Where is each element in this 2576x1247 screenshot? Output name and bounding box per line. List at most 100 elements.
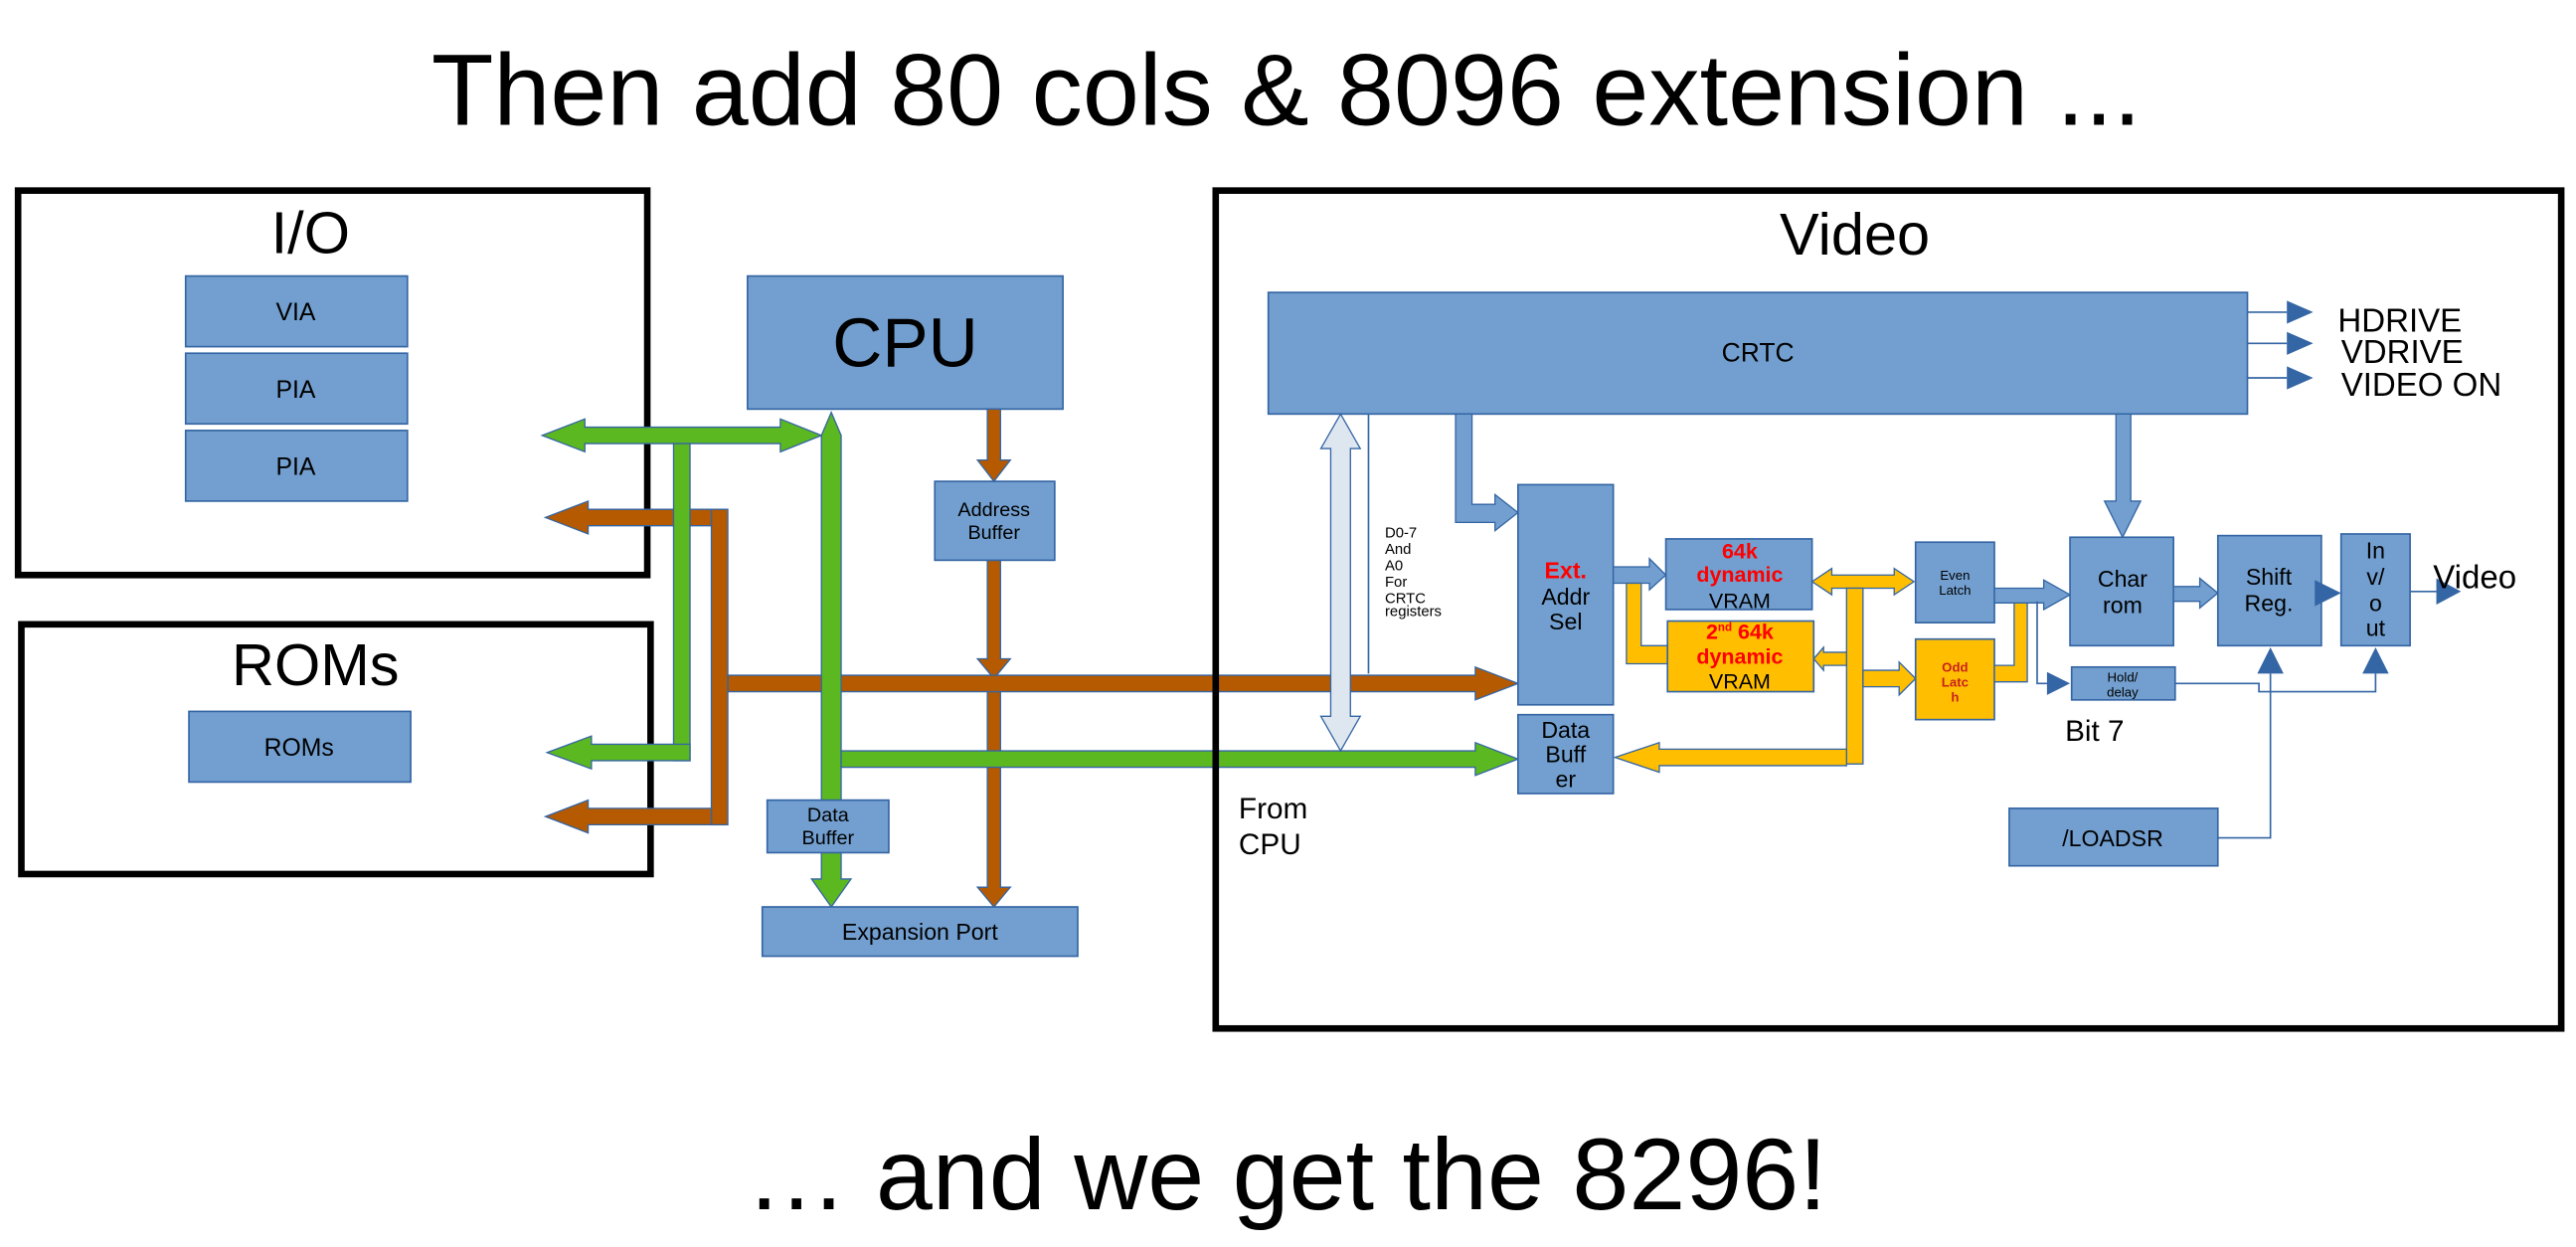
crtc-address-bus [1455,413,1519,533]
svg-text:Buff: Buff [1545,742,1586,768]
svg-text:dynamic: dynamic [1696,563,1783,587]
arrow-icon [2287,331,2314,355]
svg-text:Ext.: Ext. [1545,558,1587,584]
svg-text:PIA: PIA [275,453,315,480]
char-rom: Char rom [2069,536,2174,647]
svg-text:VRAM: VRAM [1709,589,1771,613]
vram-data-bus [1613,567,1917,774]
svg-text:CPU: CPU [832,303,977,381]
vram-1: 64k dynamic VRAM [1664,538,1813,613]
cpu-chip: CPU [747,274,1064,411]
svg-text:Hold/: Hold/ [2108,670,2139,685]
io-frame [14,187,651,579]
inverter-output: In v/ o ut [2339,533,2411,647]
cpu-data-buffer: Data Buffer [766,799,890,854]
roms-heading: ROMs [232,631,399,698]
loadsr-wire [2217,673,2272,839]
svg-text:Buffer: Buffer [967,522,1020,544]
svg-text:Reg.: Reg. [2245,591,2294,617]
svg-text:PIA: PIA [275,377,315,404]
odd-latch: Odd Latc h [1914,637,1995,721]
address-bus [543,408,1520,909]
svg-text:D0-7: D0-7 [1385,525,1417,541]
via-chip: VIA [184,274,409,348]
svg-text:registers: registers [1385,605,1442,621]
hdrive-label: HDRIVE [2337,303,2462,340]
svg-text:VRAM: VRAM [1709,669,1771,693]
svg-text:VIA: VIA [275,299,315,326]
svg-text:In: In [2366,538,2385,564]
addr-to-vram1-bus [1613,557,1667,592]
crtc-register-note: D0-7 And A0 For CRTC registers [1385,525,1442,620]
arrow-icon [2046,671,2071,695]
from-cpu-label-1: From [1239,793,1307,825]
svg-text:CRTC: CRTC [1385,591,1426,607]
svg-text:Address: Address [957,499,1030,521]
svg-text:Expansion Port: Expansion Port [842,919,998,945]
arrow-icon [2287,300,2314,324]
svg-text:Latc: Latc [1942,675,1969,690]
svg-text:Data: Data [1541,717,1590,743]
shift-register: Shift Reg. [2216,534,2322,647]
odd-latch-output-bus [1993,602,2028,683]
svg-text:2nd 64k: 2nd 64k [1706,621,1774,644]
vram-2: 2nd 64k dynamic VRAM [1666,620,1815,693]
hold-delay: Hold/ delay [2070,665,2176,701]
svg-text:/LOADSR: /LOADSR [2062,825,2163,851]
bit7-wire [2036,601,2047,685]
crtc-register-bus [1319,413,1362,753]
expansion-port: Expansion Port [761,906,1079,958]
svg-text:ut: ut [2366,615,2386,640]
from-cpu-label-2: CPU [1239,828,1301,861]
svg-text:Addr: Addr [1541,584,1590,610]
arrow-icon [2257,646,2284,674]
video-output-label: Video [2433,559,2516,596]
svg-text:dynamic: dynamic [1696,644,1783,668]
video-heading: Video [1780,201,1930,267]
svg-text:rom: rom [2103,592,2143,618]
pia-chip-2: PIA [184,430,409,502]
svg-text:For: For [1385,575,1407,591]
crtc-outputs: HDRIVE VDRIVE VIDEO ON [2247,300,2502,404]
video-data-buffer: Data Buff er [1517,713,1615,795]
arrow-icon [2287,366,2314,390]
svg-text:And: And [1385,542,1411,558]
svg-text:ROMs: ROMs [264,735,334,762]
svg-text:Data: Data [807,804,850,826]
svg-text:v/: v/ [2366,564,2385,590]
bit7-label: Bit 7 [2065,715,2125,748]
svg-text:A0: A0 [1385,558,1403,574]
latch-to-charrom-bus [1993,579,2072,612]
vdrive-label: VDRIVE [2341,334,2464,371]
svg-text:Shift: Shift [2246,564,2293,590]
svg-text:Odd: Odd [1942,660,1968,675]
svg-text:er: er [1555,766,1576,792]
loadsr: /LOADSR [2008,807,2219,867]
addr-to-vram2-bus [1626,582,1668,665]
hold-delay-wire [2174,673,2377,693]
roms-chip: ROMs [188,710,412,784]
arrow-icon [2315,580,2341,607]
video-on-label: VIDEO ON [2341,367,2502,404]
video-frame [1212,187,2565,1032]
arrow-icon [2362,646,2389,674]
svg-text:delay: delay [2107,685,2139,700]
crtc-chip: CRTC [1267,291,2249,416]
svg-text:h: h [1951,689,1959,704]
crtc-to-charrom-bus [2103,413,2143,539]
slide-title: Then add 80 cols & 8096 extension ... [431,33,2142,147]
charrom-to-shiftreg-bus [2172,577,2219,610]
svg-text:CRTC: CRTC [1722,337,1795,367]
svg-text:Latch: Latch [1939,583,1971,598]
address-buffer: Address Buffer [934,480,1056,562]
svg-text:Even: Even [1940,568,1970,583]
svg-text:o: o [2369,591,2382,617]
svg-text:64k: 64k [1722,540,1758,564]
svg-text:Buffer: Buffer [802,827,855,849]
svg-text:Sel: Sel [1549,609,1582,634]
even-latch: Even Latch [1914,541,1995,624]
svg-text:Char: Char [2098,566,2147,592]
io-heading: I/O [271,199,350,266]
slide-caption: … and we get the 8296! [746,1117,1827,1231]
